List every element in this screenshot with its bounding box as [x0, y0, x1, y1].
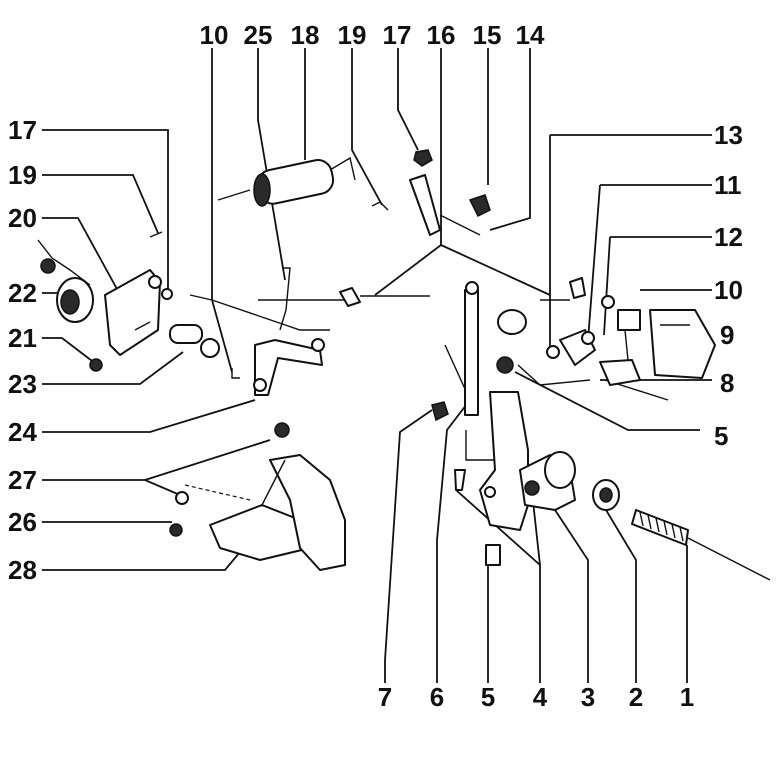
callout-2: 2 — [629, 682, 643, 712]
callout-12: 12 — [714, 222, 743, 252]
part-muffler-tube — [217, 156, 356, 207]
callout-14: 14 — [516, 20, 545, 50]
callout-21: 21 — [8, 323, 37, 353]
callout-18: 18 — [291, 20, 320, 50]
part-bolt-15 — [468, 194, 491, 218]
part-linkage-center — [231, 338, 325, 396]
callout-7: 7 — [378, 682, 392, 712]
callout-17-left: 17 — [8, 115, 37, 145]
part-rod-25 — [279, 267, 291, 331]
callout-6: 6 — [430, 682, 444, 712]
part-bushing-23 — [169, 324, 220, 358]
part-spring-cable-1 — [631, 509, 771, 581]
callout-11: 11 — [714, 170, 742, 200]
callout-3: 3 — [581, 682, 595, 712]
callout-23: 23 — [8, 369, 37, 399]
callout-20: 20 — [8, 203, 37, 233]
callout-17-top: 17 — [383, 20, 412, 50]
part-right-linkage — [540, 277, 641, 366]
callout-25: 25 — [244, 20, 273, 50]
callout-labels: 10 25 18 19 17 16 15 14 17 19 20 22 21 2… — [8, 20, 743, 712]
callout-24: 24 — [8, 417, 37, 447]
part-clamp-8 — [599, 359, 641, 386]
callout-16: 16 — [427, 20, 456, 50]
callout-10-top: 10 — [200, 20, 229, 50]
callout-1: 1 — [680, 682, 694, 712]
part-left-bracket — [37, 239, 173, 372]
callout-10-right: 10 — [714, 275, 743, 305]
part-lever-16 — [409, 174, 481, 236]
callout-9: 9 — [720, 320, 734, 350]
callout-5-right: 5 — [714, 421, 728, 451]
part-bracket-9 — [649, 309, 716, 379]
part-nut-17-top — [413, 149, 433, 167]
part-rubber-mount-2 — [592, 479, 620, 511]
callout-19-left: 19 — [8, 160, 37, 190]
part-main-housing — [454, 356, 576, 566]
callout-13: 13 — [714, 120, 743, 150]
callout-4: 4 — [533, 682, 548, 712]
callout-27: 27 — [8, 465, 37, 495]
callout-28: 28 — [8, 555, 37, 585]
callout-5-bottom: 5 — [481, 682, 495, 712]
part-mount-28 — [169, 422, 346, 571]
part-shift-column — [431, 281, 527, 422]
part-clip-19 — [149, 201, 389, 238]
part-cable-center — [339, 287, 430, 307]
callout-26: 26 — [8, 507, 37, 537]
callout-22: 22 — [8, 278, 37, 308]
callout-19-top: 19 — [338, 20, 367, 50]
leader-lines — [42, 48, 712, 683]
callout-8: 8 — [720, 368, 734, 398]
callout-15: 15 — [473, 20, 502, 50]
